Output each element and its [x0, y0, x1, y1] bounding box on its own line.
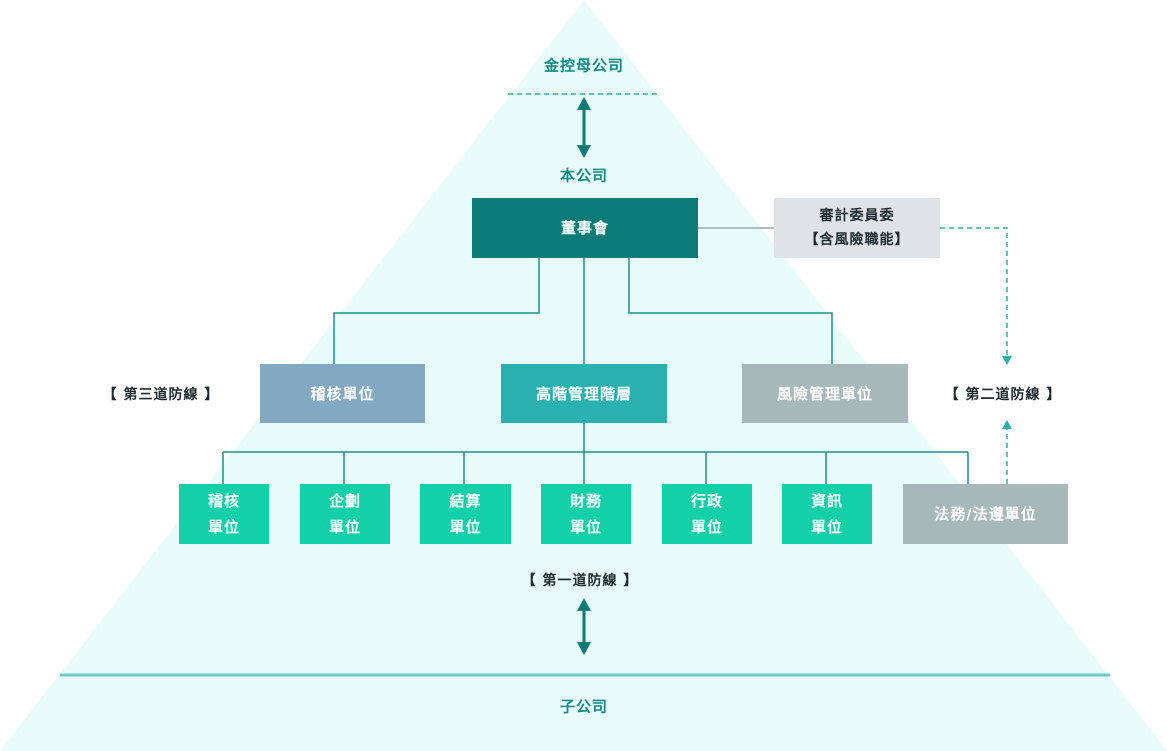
committee-dashed-arrow	[940, 227, 1012, 365]
holding-company-label: 金控母公司	[543, 56, 625, 75]
company-label: 本公司	[559, 166, 609, 185]
subsidiary-label: 子公司	[559, 697, 609, 716]
unit-label-line1: 資訊	[810, 492, 843, 510]
unit-box-planning: 企劃 單位	[300, 484, 390, 544]
top-double-arrow	[577, 97, 591, 158]
first-line-of-defense-label: 【 第一道防線 】	[521, 573, 639, 589]
senior-management-box: 高階管理階層	[501, 364, 667, 423]
unit-box-administration: 行政 單位	[662, 484, 752, 544]
audit-unit-box: 稽核單位	[260, 364, 425, 423]
board-box: 董事會	[472, 198, 698, 258]
senior-management-label: 高階管理階層	[535, 384, 632, 403]
unit-label-line1: 結算	[449, 492, 482, 510]
board-label: 董事會	[560, 219, 609, 237]
audit-unit-label: 稽核單位	[310, 384, 375, 403]
risk-management-unit-label: 風險管理單位	[776, 384, 873, 403]
unit-label-line1: 稽核	[207, 492, 240, 510]
unit-box-audit: 稽核 單位	[179, 484, 269, 544]
unit-label-line2: 單位	[810, 518, 843, 536]
second-line-of-defense-label: 【 第二道防線 】	[944, 387, 1062, 403]
unit-label-line2: 單位	[690, 518, 723, 536]
third-line-of-defense-label: 【 第三道防線 】	[102, 387, 220, 403]
units-connectors	[222, 423, 969, 484]
unit-label-line1: 財務	[569, 492, 602, 510]
legal-compliance-unit-box: 法務/法遵單位	[903, 484, 1068, 544]
board-connectors	[333, 258, 833, 364]
unit-label-line2: 單位	[207, 518, 240, 536]
unit-label-line2: 單位	[569, 518, 602, 536]
bottom-double-arrow	[577, 598, 591, 655]
audit-committee-line1: 審計委員委	[819, 208, 895, 224]
unit-label-line1: 行政	[690, 492, 723, 510]
unit-box-information: 資訊 單位	[782, 484, 872, 544]
unit-box-settlement: 結算 單位	[420, 484, 511, 544]
unit-label-line2: 單位	[449, 518, 482, 536]
audit-committee-box: 審計委員委 【含風險職能】	[774, 198, 940, 258]
unit-box-finance: 財務 單位	[541, 484, 631, 544]
legal-compliance-unit-label: 法務/法遵單位	[934, 505, 1037, 523]
unit-label-line1: 企劃	[328, 492, 361, 510]
legal-dashed-arrow	[1002, 420, 1012, 484]
risk-management-unit-box: 風險管理單位	[742, 364, 908, 423]
audit-committee-line2: 【含風險職能】	[804, 232, 910, 248]
unit-label-line2: 單位	[328, 518, 361, 536]
